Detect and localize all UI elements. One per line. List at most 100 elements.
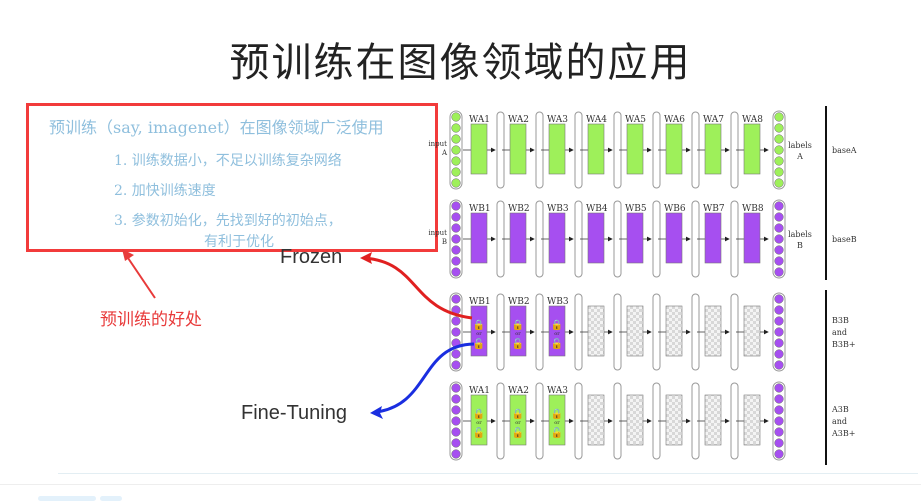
weight-block — [509, 394, 527, 446]
input-label: B — [442, 238, 447, 246]
or-label: or — [515, 420, 521, 426]
unlock-icon: 🔓 — [512, 337, 524, 350]
weight-label: WB7 — [703, 204, 725, 214]
neuron — [451, 178, 461, 188]
weight-label: WA5 — [625, 115, 646, 125]
lock-icon: 🔒 — [473, 319, 485, 331]
benefits-box: 预训练（say, imagenet）在图像领域广泛使用 1. 训练数据小，不足以… — [26, 103, 438, 252]
weight-block — [548, 212, 566, 264]
neuron — [774, 167, 784, 177]
footer-tab[interactable] — [38, 496, 96, 501]
row-name: and — [832, 328, 847, 337]
weight-label: WB3 — [547, 297, 569, 307]
neuron — [774, 416, 784, 426]
weight-block — [665, 212, 683, 264]
weight-block — [704, 123, 722, 175]
random-weight-block — [587, 394, 605, 446]
weight-block — [470, 123, 488, 175]
neuron — [774, 112, 784, 122]
neuron — [774, 316, 784, 326]
neuron — [451, 201, 461, 211]
neuron — [451, 394, 461, 404]
lock-icon: 🔒 — [512, 408, 524, 420]
weight-label: WB1 — [469, 297, 491, 307]
random-weight-block — [743, 305, 761, 357]
neuron — [774, 305, 784, 315]
unlock-icon: 🔓 — [512, 426, 524, 439]
neuron — [451, 349, 461, 359]
row-name: B3B — [832, 316, 849, 325]
frozen-arrowhead — [360, 252, 372, 264]
weight-label: WA2 — [508, 386, 529, 396]
labels-text: labels — [788, 230, 812, 239]
neuron — [774, 123, 784, 133]
neuron — [451, 245, 461, 255]
weight-block — [743, 123, 761, 175]
fine-tuning-arrowhead — [370, 406, 383, 419]
benefits-label: 预训练的好处 — [100, 310, 202, 330]
weight-block — [704, 212, 722, 264]
neuron — [774, 360, 784, 370]
neuron — [451, 145, 461, 155]
weight-label: WB6 — [664, 204, 686, 214]
slide-bottom-divider — [58, 473, 918, 474]
weight-label: WB1 — [469, 204, 491, 214]
weight-block — [470, 212, 488, 264]
weight-label: WA4 — [586, 115, 607, 125]
neuron — [774, 267, 784, 277]
benefit-point-2: 2. 加快训练速度 — [114, 183, 216, 199]
labels-text: B — [797, 241, 803, 250]
unlock-icon: 🔓 — [551, 426, 563, 439]
neuron — [774, 449, 784, 459]
neuron — [451, 167, 461, 177]
weight-block — [548, 394, 566, 446]
neuron — [451, 416, 461, 426]
neuron — [774, 294, 784, 304]
lock-icon: 🔒 — [512, 319, 524, 331]
input-label: input — [428, 229, 447, 237]
fine-tuning-label: Fine-Tuning — [241, 402, 347, 424]
neuron — [774, 212, 784, 222]
weight-label: WA2 — [508, 115, 529, 125]
neuron — [451, 316, 461, 326]
weight-block — [587, 123, 605, 175]
weight-block — [626, 212, 644, 264]
weight-block — [587, 212, 605, 264]
neuron — [451, 405, 461, 415]
weight-block — [665, 123, 683, 175]
weight-label: WB5 — [625, 204, 647, 214]
neuron — [774, 223, 784, 233]
weight-block — [626, 123, 644, 175]
neuron — [774, 394, 784, 404]
neuron — [774, 327, 784, 337]
weight-block — [509, 212, 527, 264]
unlock-icon: 🔓 — [551, 337, 563, 350]
weight-label: WA7 — [703, 115, 724, 125]
neuron — [774, 201, 784, 211]
neuron — [451, 212, 461, 222]
slide-title: 预训练在图像领域的应用 — [229, 40, 692, 86]
frozen-arrow — [363, 256, 473, 320]
neuron — [451, 123, 461, 133]
weight-label: WA3 — [547, 386, 568, 396]
weight-label: WA1 — [469, 386, 490, 396]
random-weight-block — [665, 305, 683, 357]
footer-divider — [0, 484, 921, 485]
neuron — [451, 294, 461, 304]
footer-tab[interactable] — [100, 496, 122, 501]
weight-block — [509, 123, 527, 175]
neuron — [451, 360, 461, 370]
row-name: A3B+ — [831, 429, 855, 438]
fine-tuning-arrow — [375, 342, 475, 414]
row-name: and — [832, 417, 847, 426]
benefits-arrowhead — [122, 249, 134, 261]
weight-label: WA8 — [742, 115, 763, 125]
neuron — [774, 134, 784, 144]
unlock-icon: 🔓 — [473, 426, 485, 439]
neuron — [774, 349, 784, 359]
neuron — [774, 338, 784, 348]
